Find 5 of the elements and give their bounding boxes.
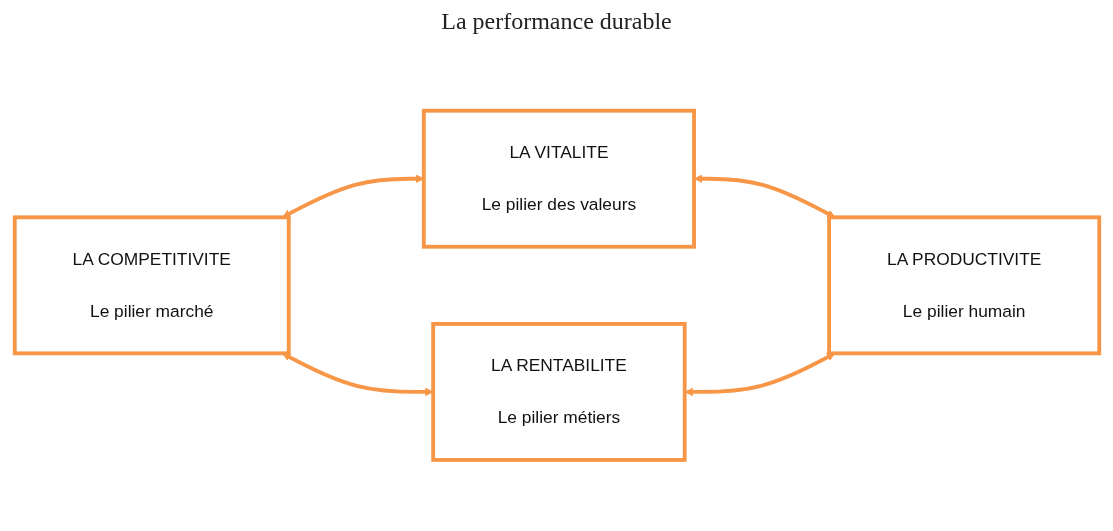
node-box: LA COMPETITIVITE Le pilier marché [12,215,291,355]
node-box: LA VITALITE Le pilier des valeurs [421,108,696,249]
node-box: LA RENTABILITE Le pilier métiers [430,321,687,462]
center-label: La performance durable [441,8,672,34]
node-box: LA PRODUCTIVITE Le pilier humain [826,215,1101,355]
